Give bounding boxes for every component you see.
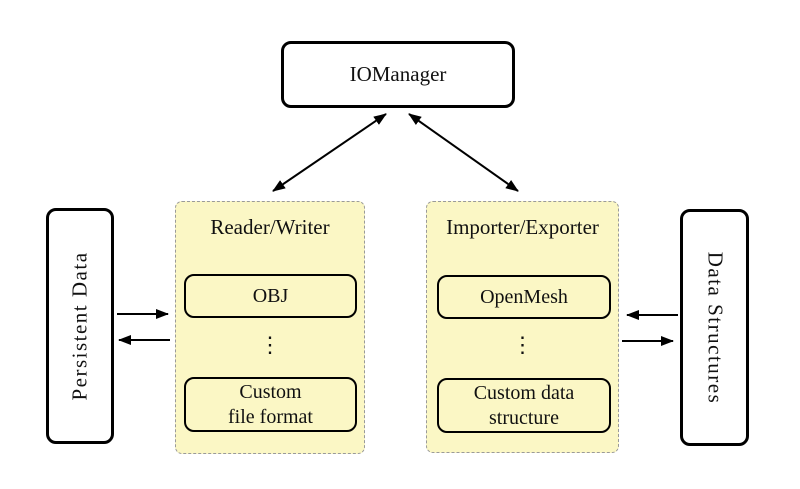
persistent-data-label: Persistent Data xyxy=(67,251,92,401)
node-obj: OBJ xyxy=(184,274,357,318)
node-persistent-data: Persistent Data xyxy=(46,208,114,444)
node-iomanager: IOManager xyxy=(281,41,515,108)
node-custom-data-structure: Custom data structure xyxy=(437,378,611,433)
group-importer-exporter-title: Importer/Exporter xyxy=(446,215,599,239)
arrow-iomanager-reader-writer xyxy=(272,113,387,192)
node-openmesh: OpenMesh xyxy=(437,275,611,319)
importer-exporter-ellipsis: ⋮ xyxy=(511,332,534,357)
group-importer-exporter: Importer/Exporter OpenMesh ⋮ Custom data… xyxy=(426,201,619,453)
node-custom-file-format: Custom file format xyxy=(184,377,357,432)
node-data-structures: Data Structures xyxy=(680,209,749,446)
data-structures-label: Data Structures xyxy=(703,251,727,404)
custom-data-structure-line2: structure xyxy=(489,406,559,429)
group-reader-writer: Reader/Writer OBJ ⋮ Custom file format xyxy=(175,201,365,454)
custom-file-format-line2: file format xyxy=(228,405,313,428)
openmesh-label: OpenMesh xyxy=(480,285,568,308)
obj-label: OBJ xyxy=(252,284,289,307)
arrow-iomanager-importer-exporter xyxy=(408,113,519,192)
custom-file-format-line1: Custom xyxy=(239,380,302,403)
reader-writer-ellipsis: ⋮ xyxy=(259,332,281,357)
custom-data-structure-line1: Custom data xyxy=(473,381,575,404)
iomanager-label: IOManager xyxy=(349,62,447,86)
group-reader-writer-title: Reader/Writer xyxy=(210,215,330,239)
